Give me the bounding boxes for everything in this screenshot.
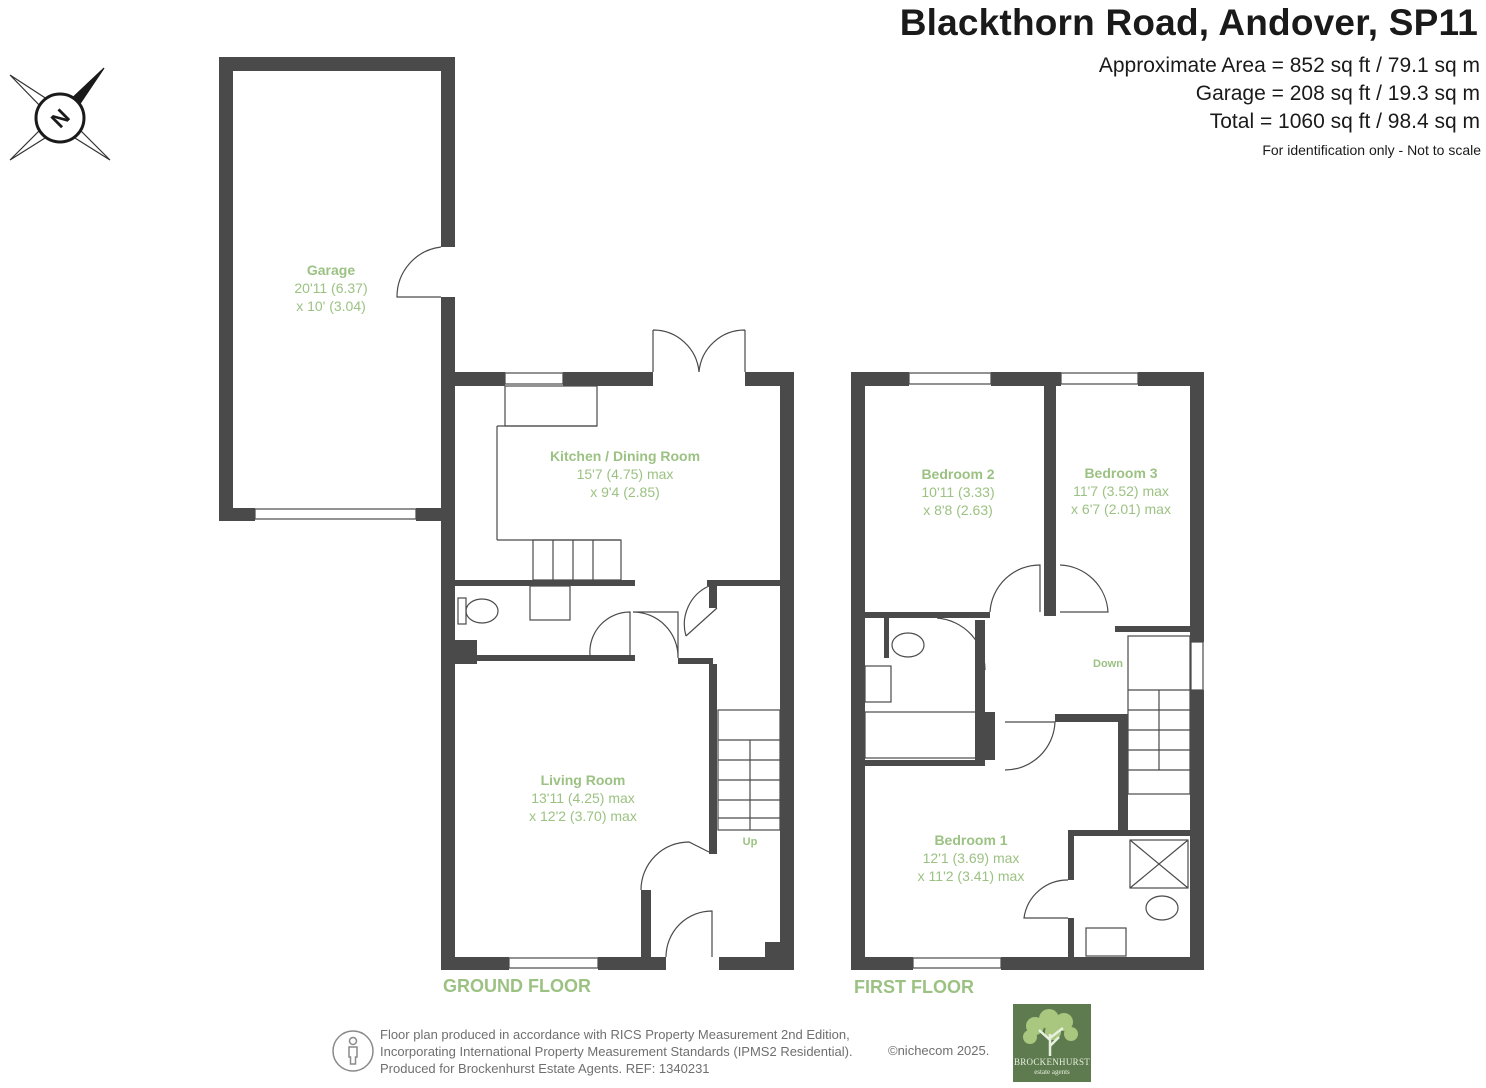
stairs-up-label: Up — [743, 836, 758, 848]
walls — [219, 57, 1204, 970]
tree-icon — [1023, 1009, 1078, 1056]
room-dim: 10'11 (3.33) — [921, 484, 994, 500]
room-dim: x 11'2 (3.41) max — [918, 868, 1025, 884]
toilet-icon — [891, 632, 925, 658]
room-dim: x 12'2 (3.70) max — [529, 808, 637, 824]
doors — [396, 246, 1109, 958]
basin-icon — [529, 585, 571, 621]
room-dim: x 9'4 (2.85) — [590, 484, 660, 500]
room-bedroom2-label: Bedroom 2 10'11 (3.33) x 8'8 (2.63) — [921, 466, 994, 518]
brockenhurst-logo: BROCKENHURST estate agents — [1013, 1004, 1091, 1082]
area-line-garage: Garage = 208 sq ft / 19.3 sq m — [1195, 82, 1480, 105]
area-line-main: Approximate Area = 852 sq ft / 79.1 sq m — [1098, 54, 1480, 77]
shower-icon — [1129, 839, 1189, 889]
toilet-icon — [1145, 895, 1179, 921]
room-name: Bedroom 3 — [1084, 465, 1157, 481]
stairs-down-label: Down — [1093, 658, 1123, 670]
room-dim: x 8'8 (2.63) — [923, 502, 993, 518]
room-bedroom3-label: Bedroom 3 11'7 (3.52) max x 6'7 (2.01) m… — [1071, 465, 1171, 517]
room-dim: x 6'7 (2.01) max — [1071, 501, 1171, 517]
footer-line: Produced for Brockenhurst Estate Agents.… — [380, 1061, 710, 1076]
area-line-total: Total = 1060 sq ft / 98.4 sq m — [1209, 110, 1480, 133]
kitchen-sink-icon — [504, 385, 598, 427]
fixtures — [457, 385, 1191, 957]
room-bedroom1-label: Bedroom 1 12'1 (3.69) max x 11'2 (3.41) … — [918, 832, 1025, 884]
bath-icon — [864, 711, 978, 759]
footer-line: Incorporating International Property Mea… — [380, 1044, 853, 1059]
room-name: Bedroom 2 — [921, 466, 994, 482]
room-name: Garage — [307, 262, 355, 278]
logo-name: BROCKENHURST — [1013, 1057, 1091, 1067]
first-floor-label: FIRST FLOOR — [854, 977, 974, 997]
property-title: Blackthorn Road, Andover, SP11 — [899, 2, 1478, 43]
area-summary: Approximate Area = 852 sq ft / 79.1 sq m… — [1099, 52, 1480, 136]
basin-icon — [1085, 927, 1127, 957]
room-garage-label: Garage 20'11 (6.37) x 10' (3.04) — [294, 262, 367, 314]
basin-icon — [864, 665, 892, 703]
room-dim: 12'1 (3.69) max — [923, 850, 1020, 866]
scale-note: For identification only - Not to scale — [1262, 142, 1481, 158]
logo-subtitle: estate agents — [1034, 1068, 1070, 1076]
room-name: Living Room — [541, 772, 626, 788]
footer-line: Floor plan produced in accordance with R… — [380, 1027, 850, 1042]
room-name: Kitchen / Dining Room — [550, 448, 700, 464]
room-dim: 15'7 (4.75) max — [577, 466, 674, 482]
ground-floor-label: GROUND FLOOR — [443, 976, 591, 996]
room-dim: 20'11 (6.37) — [294, 280, 367, 296]
room-dim: 11'7 (3.52) max — [1073, 483, 1169, 499]
room-dim: 13'11 (4.25) max — [531, 790, 635, 806]
room-name: Bedroom 1 — [934, 832, 1007, 848]
room-living-label: Living Room 13'11 (4.25) max x 12'2 (3.7… — [529, 772, 637, 824]
person-icon — [332, 1030, 374, 1072]
footer-disclaimer: Floor plan produced in accordance with R… — [380, 1026, 853, 1077]
north-arrow-icon: N — [9, 67, 111, 161]
windows — [254, 372, 1204, 969]
room-dim: x 10' (3.04) — [296, 298, 366, 314]
room-kitchen-label: Kitchen / Dining Room 15'7 (4.75) max x … — [550, 448, 700, 500]
toilet-icon — [465, 598, 499, 624]
copyright: ©nichecom 2025. — [888, 1043, 990, 1058]
